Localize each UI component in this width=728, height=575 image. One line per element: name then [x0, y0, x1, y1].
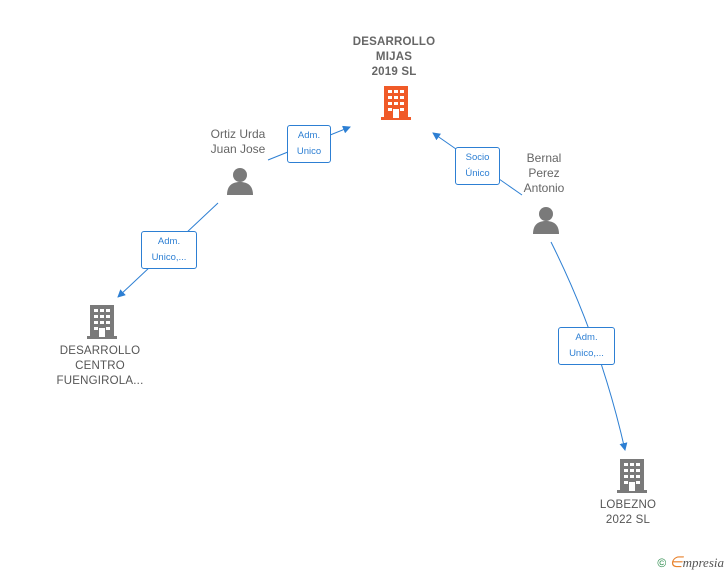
- building-icon[interactable]: [617, 459, 647, 493]
- edge-label-adm-unico[interactable]: Adm. Unico: [287, 125, 331, 163]
- person-bernal-label: Bernal Perez Antonio: [523, 151, 565, 195]
- person-ortiz-label: Ortiz Urda Juan Jose: [210, 127, 266, 156]
- person-icon[interactable]: [226, 167, 254, 195]
- edge-label-socio-unico[interactable]: Socio Único: [455, 147, 500, 185]
- main-company-label: DESARROLLO MIJAS 2019 SL: [352, 36, 436, 78]
- company-lobezno-label: LOBEZNO 2022 SL: [599, 499, 657, 526]
- company-fuengirola-label: DESARROLLO CENTRO FUENGIROLA...: [56, 345, 144, 387]
- empresia-logo[interactable]: ∈mpresia: [669, 555, 724, 571]
- edge-label-adm-unico-lobezno[interactable]: Adm. Unico,...: [558, 327, 615, 365]
- edge-label-adm-unico-fuengirola[interactable]: Adm. Unico,...: [141, 231, 197, 269]
- copyright-icon: ©: [657, 556, 667, 570]
- footer-brand: © ∈mpresia: [657, 553, 724, 572]
- building-icon[interactable]: [381, 86, 411, 120]
- building-icon[interactable]: [87, 305, 117, 339]
- person-icon[interactable]: [532, 206, 560, 234]
